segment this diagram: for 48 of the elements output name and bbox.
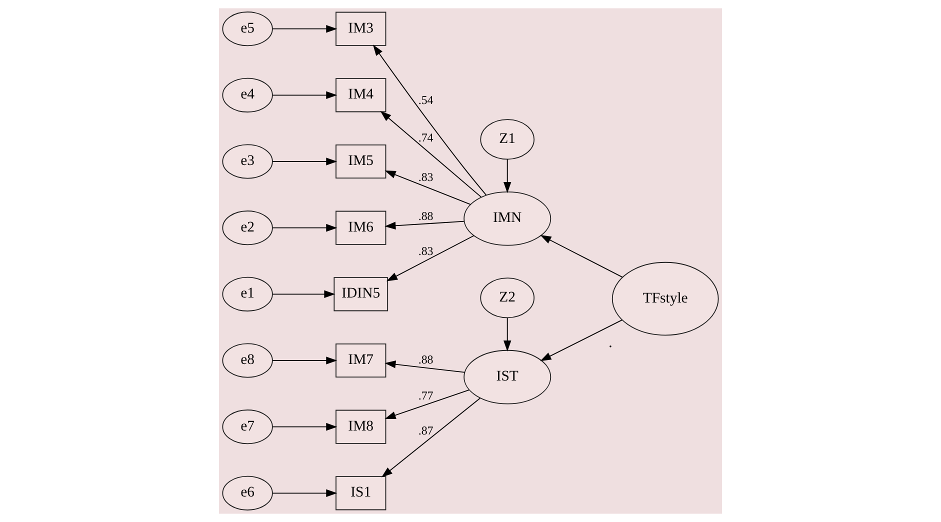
edge-label: .88 <box>418 208 434 223</box>
node-box: IDIN5 <box>334 277 388 312</box>
arrow <box>380 110 482 198</box>
arrow <box>540 234 623 278</box>
arrow <box>386 235 474 282</box>
node-ellipse: e5 <box>222 12 273 46</box>
edge-label: .88 <box>418 352 434 367</box>
edge-label: .77 <box>418 388 434 403</box>
edge-label: .83 <box>418 244 434 258</box>
arrow <box>272 489 338 498</box>
node-ellipse: e8 <box>222 343 273 378</box>
arrow <box>503 317 512 352</box>
node-box: IM6 <box>336 210 386 245</box>
arrow <box>540 320 623 362</box>
node-box: IS1 <box>336 476 386 510</box>
arrow <box>384 220 465 230</box>
node-ellipse: e2 <box>222 210 273 246</box>
node-ellipse: Z2 <box>480 278 535 318</box>
arrow <box>272 158 338 166</box>
edge-label: .74 <box>418 130 434 145</box>
arrow <box>272 24 338 33</box>
edge-label: .87 <box>418 424 434 438</box>
node-box: IM5 <box>336 144 386 179</box>
arrow <box>384 360 466 373</box>
node-box: IM8 <box>336 410 386 444</box>
arrow <box>372 44 487 196</box>
node-ellipse: e3 <box>222 144 273 179</box>
node-box: IM7 <box>336 343 386 378</box>
node-box: IM3 <box>336 12 386 46</box>
arrow <box>272 290 336 298</box>
edge-label: .54 <box>418 92 434 107</box>
node-label: . <box>608 334 612 351</box>
node-ellipse: e4 <box>222 78 273 112</box>
node-box: IM4 <box>336 78 386 112</box>
arrow <box>384 170 471 205</box>
node-ellipse: TFstyle <box>612 262 719 336</box>
arrow <box>381 398 481 478</box>
arrow <box>384 389 470 419</box>
arrow <box>272 91 338 100</box>
arrow <box>272 422 338 431</box>
node-ellipse: e7 <box>222 410 273 444</box>
edge-label: .83 <box>418 170 434 184</box>
arrow <box>272 224 338 232</box>
node-ellipse: e6 <box>222 476 273 510</box>
node-ellipse: Z1 <box>480 119 535 160</box>
arrow <box>503 158 512 194</box>
node-ellipse: e1 <box>222 276 273 312</box>
arrow <box>272 356 338 364</box>
